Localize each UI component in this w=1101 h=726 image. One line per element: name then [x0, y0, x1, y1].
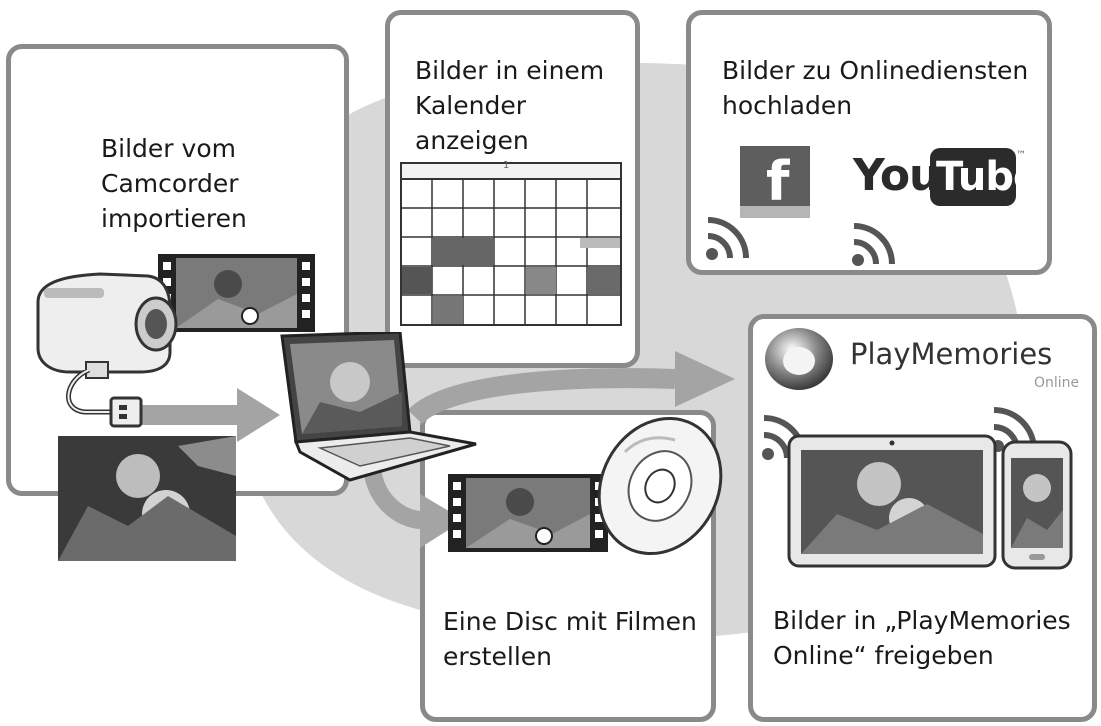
calendar-caption: Bilder in einem Kalender anzeigen	[415, 56, 605, 155]
wifi-icon	[852, 223, 895, 266]
playmemories-logo-icon	[765, 328, 833, 390]
calendar-month-label: 1	[503, 160, 510, 171]
disc-icon	[597, 416, 723, 556]
facebook-logo: f	[740, 146, 810, 218]
photo-icon	[58, 436, 236, 561]
usb-cable-icon	[66, 370, 143, 428]
youtube-tm: ™	[1016, 150, 1026, 161]
share-caption: Bilder in „PlayMemories Online“ freigebe…	[773, 606, 1071, 670]
arrow-icon	[407, 351, 735, 425]
laptop-icon	[280, 332, 477, 482]
wifi-icon	[706, 217, 749, 260]
playmemories-title: PlayMemories	[850, 337, 1053, 371]
facebook-letter: f	[766, 150, 790, 213]
calendar-icon	[400, 162, 622, 326]
tablet-icon	[787, 434, 997, 568]
disc-caption: Eine Disc mit Filmen erstellen	[443, 607, 697, 671]
youtube-tube: Tube	[936, 154, 1040, 200]
smartphone-icon	[1001, 440, 1073, 570]
import-caption: Bilder vom Camcorder importieren	[101, 134, 247, 233]
youtube-you: You	[853, 150, 940, 201]
camcorder-icon	[36, 272, 178, 379]
upload-caption: Bilder zu Onlinediensten hochladen	[722, 56, 1029, 120]
arrow-icon	[142, 388, 280, 442]
playmemories-subtitle: Online	[1034, 375, 1080, 391]
film-strip-icon	[448, 474, 608, 552]
youtube-tube-box: Tube	[930, 148, 1040, 206]
film-strip-icon	[158, 254, 315, 332]
